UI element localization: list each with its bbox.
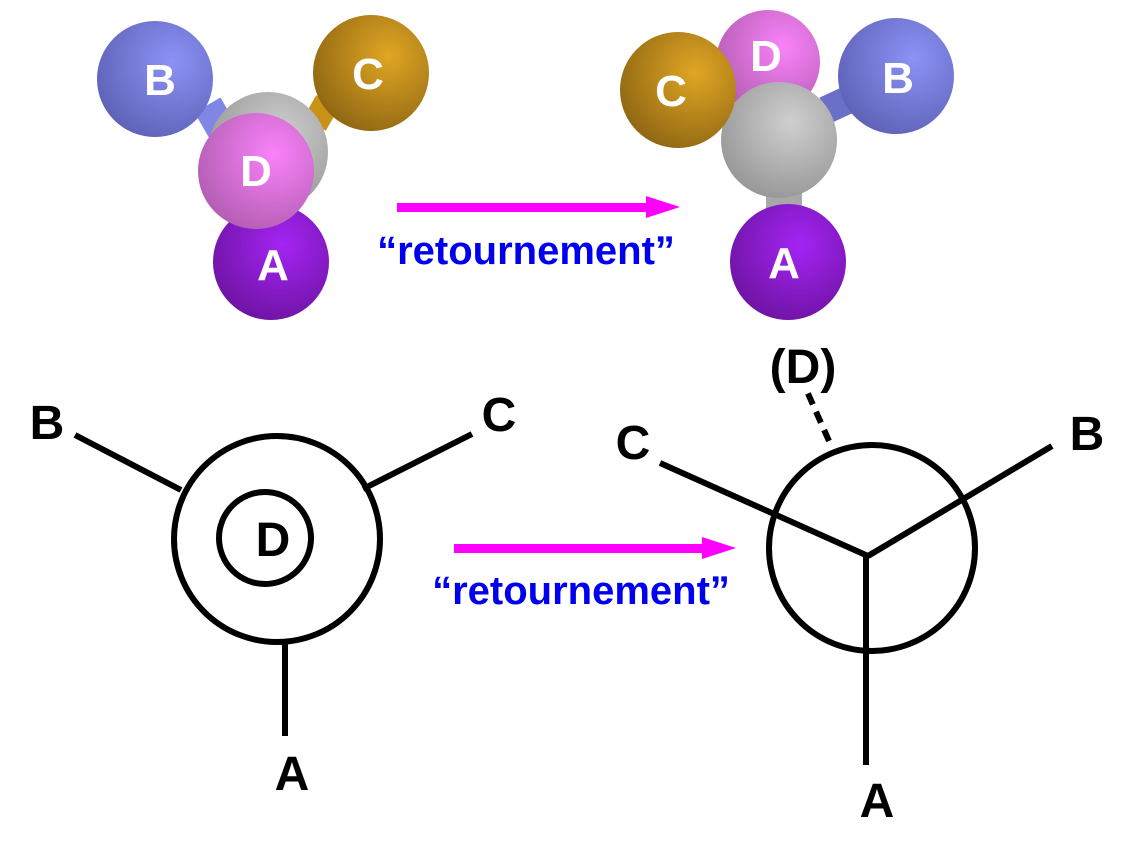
newman-right-label-d: (D) [770, 341, 837, 394]
atom-d-label: D [750, 32, 782, 81]
top-right-molecule-model: D B C A [620, 10, 954, 320]
bond-b [866, 443, 1054, 559]
newman-left-label-c: C [482, 389, 517, 442]
atom-b-label: B [144, 56, 176, 105]
bottom-arrow: “retournement” [432, 537, 736, 613]
bond-c [658, 460, 870, 559]
atom-c-label: C [352, 50, 384, 99]
atom-c-label: C [655, 67, 687, 116]
atom-a: A [730, 204, 846, 320]
atom-b-label: B [882, 54, 914, 103]
newman-right-label-a: A [860, 775, 895, 828]
newman-left-label-d: D [256, 514, 291, 567]
rear-carbon-circle [171, 433, 383, 645]
arrow-shaft [454, 544, 704, 553]
arrow-shaft [397, 203, 649, 212]
atom-c: C [620, 32, 736, 148]
atom-a: A [213, 204, 329, 320]
atom-b: B [97, 21, 213, 137]
newman-right-label-b: B [1070, 408, 1105, 461]
top-arrow-caption: “retournement” [377, 229, 675, 273]
atom-a-label: A [257, 241, 289, 290]
top-arrow: “retournement” [377, 196, 680, 273]
newman-right-label-c: C [616, 417, 651, 470]
atom-d: D [198, 113, 314, 229]
newman-left-label-a: A [275, 748, 310, 801]
atom-d-label: D [240, 147, 272, 196]
atom-c: C [313, 15, 429, 131]
top-left-molecule-model: B C A D [97, 15, 429, 320]
atom-b: B [838, 18, 954, 134]
front-atom-circle [216, 489, 314, 587]
arrow-head [646, 196, 680, 218]
bottom-arrow-caption: “retournement” [432, 569, 730, 613]
bond-d-dashed [803, 387, 832, 443]
newman-projection-left [73, 431, 474, 736]
arrow-head [702, 537, 736, 559]
atom-a-label: A [768, 239, 800, 288]
atom-center [721, 82, 837, 198]
newman-left-label-b: B [30, 397, 65, 450]
bond-b [73, 432, 183, 493]
newman-projection-right [658, 387, 1054, 765]
rear-carbon-circle [766, 442, 978, 654]
bond-c [361, 431, 474, 492]
